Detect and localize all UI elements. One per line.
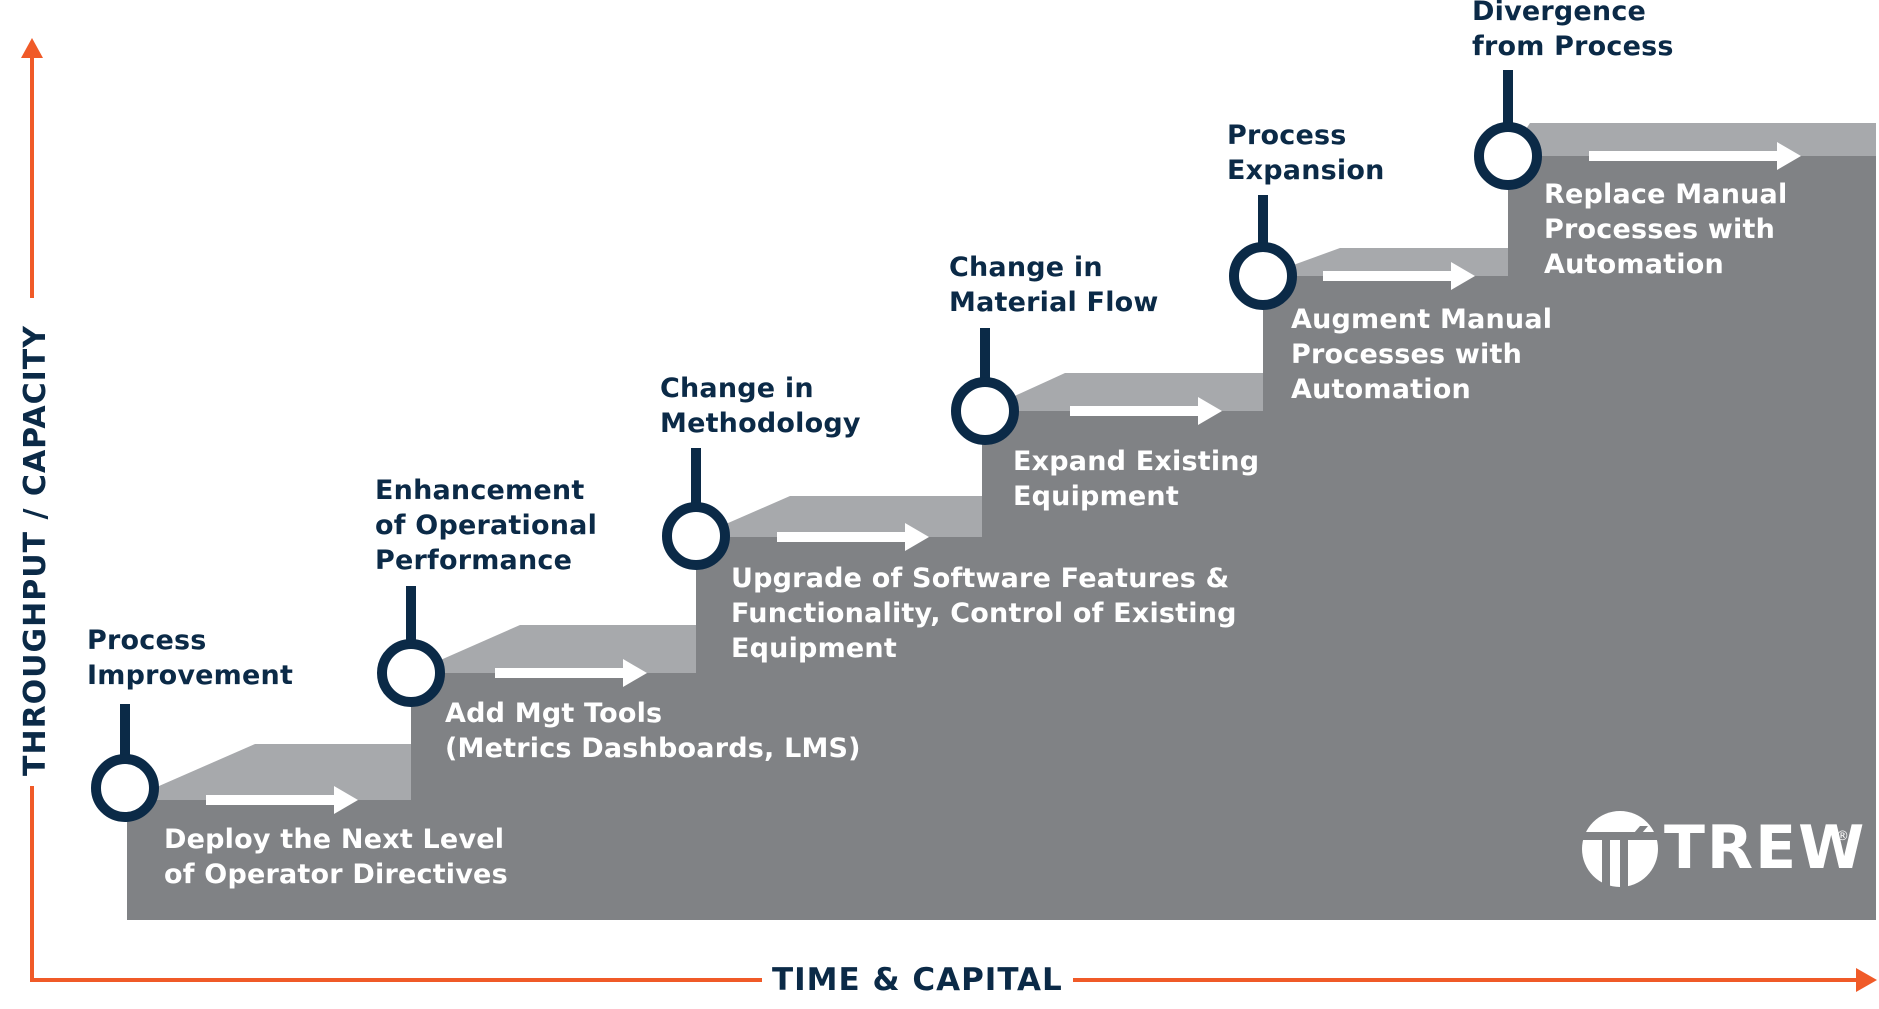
x-axis-label: TIME & CAPITAL (762, 962, 1073, 998)
y-axis-arrowhead-icon (21, 38, 43, 58)
pin-icon (377, 586, 445, 707)
arrow-icon (495, 659, 647, 687)
x-axis-arrowhead-icon (1856, 968, 1877, 992)
milestone-title: Change in Material Flow (949, 252, 1159, 318)
arrow-icon (1323, 262, 1475, 290)
milestone-title: Enhancement of Operational Performance (375, 475, 598, 576)
step-action: Upgrade of Software Features & Functiona… (731, 563, 1237, 664)
milestone-title: Process Expansion (1227, 120, 1385, 186)
milestone-title: Change in Methodology (660, 373, 861, 439)
registered-mark: ® (1836, 829, 1849, 844)
staircase-body (127, 156, 1876, 920)
axes (21, 38, 1877, 992)
step-action: Deploy the Next Level of Operator Direct… (164, 824, 508, 890)
pin-icon (662, 448, 730, 570)
y-axis-label: THROUGHPUT / CAPACITY (18, 325, 53, 776)
milestone-title: Divergence from Process (1472, 0, 1674, 62)
step-action: Expand Existing Equipment (1013, 446, 1260, 512)
milestone-title: Process Improvement (87, 625, 294, 691)
logo-wordmark: TREW (1664, 813, 1867, 883)
arrow-icon (1070, 397, 1222, 425)
step-action: Replace Manual Processes with Automation (1544, 179, 1788, 280)
step-arrows (206, 142, 1801, 814)
step-action: Add Mgt Tools (Metrics Dashboards, LMS) (445, 698, 861, 764)
arrow-icon (1589, 142, 1801, 170)
pin-icon (1474, 70, 1542, 190)
pin-icon (1229, 195, 1297, 310)
trew-logo-icon (1582, 811, 1658, 888)
milestone-pins (91, 70, 1542, 822)
arrow-icon (206, 786, 358, 814)
step-action: Augment Manual Processes with Automation (1291, 304, 1553, 405)
pin-icon (951, 328, 1019, 445)
arrow-icon (777, 523, 929, 551)
pin-icon (91, 704, 159, 822)
